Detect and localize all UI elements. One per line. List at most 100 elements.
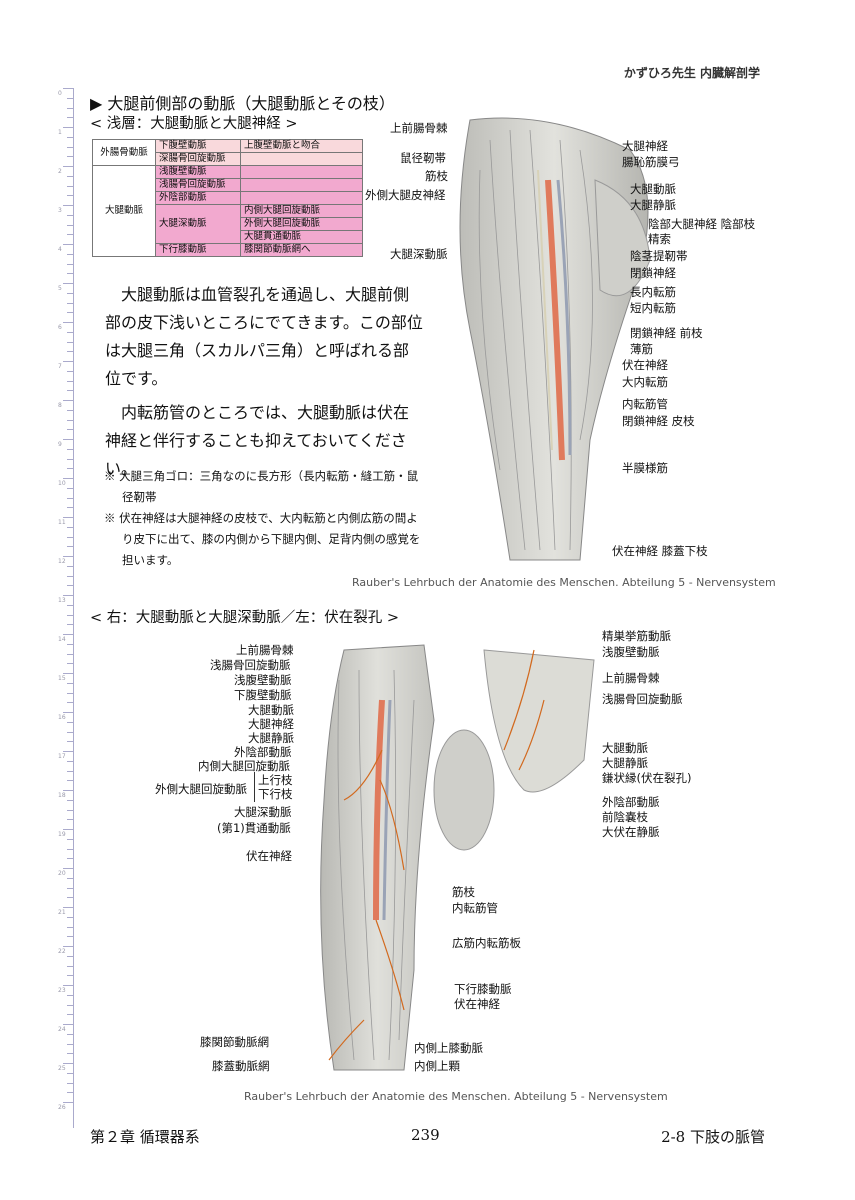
table-cell: 大腿深動脈 bbox=[155, 204, 241, 244]
ruler-number: 5 bbox=[58, 285, 62, 292]
ruler-number: 3 bbox=[58, 207, 62, 214]
ruler-tick bbox=[67, 185, 73, 187]
figure2-caption: Rauber's Lehrbuch der Anatomie des Mensc… bbox=[244, 1090, 668, 1103]
ruler-number: 17 bbox=[58, 753, 66, 760]
ruler-number: 7 bbox=[58, 363, 62, 370]
artery-branch-table: 外腸骨動脈 下腹壁動脈 上腹壁動脈と吻合 深腸骨回旋動脈 大腿動脈 浅腹壁動脈 … bbox=[92, 139, 363, 257]
label: 内側大腿回旋動脈 bbox=[198, 759, 290, 773]
label: 内転筋管 bbox=[452, 901, 498, 915]
label: 筋枝 bbox=[452, 885, 475, 899]
ruler-tick bbox=[67, 380, 73, 382]
ruler-tick bbox=[67, 741, 73, 743]
ruler-tick bbox=[67, 507, 73, 509]
ruler-tick bbox=[67, 663, 73, 665]
ruler-tick bbox=[63, 283, 73, 284]
label: 薄筋 bbox=[630, 342, 653, 356]
ruler-number: 21 bbox=[58, 909, 66, 916]
ruler-tick bbox=[67, 877, 73, 879]
ruler-number: 14 bbox=[58, 636, 66, 643]
ruler-tick bbox=[67, 692, 73, 694]
ruler-tick bbox=[67, 468, 73, 470]
label: 上前腸骨棘 bbox=[236, 643, 294, 657]
label: 陰部大腿神経 陰部枝 bbox=[648, 217, 756, 231]
ruler-tick bbox=[67, 1092, 73, 1094]
ruler-number: 4 bbox=[58, 246, 62, 253]
ruler-tick bbox=[67, 331, 73, 333]
notes: ※ 大腿三角ゴロ：三角なのに長方形（長内転筋・縫工筋・鼠径靭帯 ※ 伏在神経は大… bbox=[104, 466, 424, 571]
ruler-tick bbox=[67, 224, 73, 226]
label: 大腿静脈 bbox=[602, 756, 648, 770]
ruler-tick bbox=[67, 1053, 73, 1055]
section2-subtitle: < 右：大腿動脈と大腿深動脈／左：伏在裂孔 > bbox=[90, 610, 400, 626]
ruler-tick bbox=[67, 975, 73, 977]
ruler-number: 6 bbox=[58, 324, 62, 331]
label: 外側大腿回旋動脈 bbox=[155, 782, 247, 796]
table-cell: 外腸骨動脈 bbox=[92, 139, 156, 166]
ruler-tick bbox=[67, 955, 73, 957]
label: 広筋内転筋板 bbox=[452, 936, 521, 950]
label: 大腿動脈 bbox=[630, 182, 676, 196]
label: 内側上顆 bbox=[414, 1059, 460, 1073]
ruler-tick bbox=[67, 234, 73, 236]
table-cell bbox=[240, 152, 363, 166]
page-title: ▶ 大腿前側部の動脈（大腿動脈とその枝） bbox=[90, 94, 395, 113]
ruler-tick bbox=[67, 175, 73, 177]
ruler-tick bbox=[67, 838, 73, 840]
table-cell: 外側大腿回旋動脈 bbox=[240, 217, 363, 231]
ruler-tick bbox=[67, 526, 73, 528]
ruler-number: 9 bbox=[58, 441, 62, 448]
ruler-tick bbox=[67, 302, 73, 304]
footer-chapter: 第２章 循環器系 bbox=[90, 1128, 200, 1146]
label: 腸恥筋膜弓 bbox=[622, 155, 680, 169]
ruler-tick bbox=[67, 653, 73, 655]
ruler-number: 1 bbox=[58, 129, 62, 136]
label: 伏在神経 膝蓋下枝 bbox=[612, 544, 708, 558]
table-cell: 下腹壁動脈 bbox=[155, 139, 241, 153]
ruler-tick bbox=[63, 556, 73, 557]
ruler-tick bbox=[63, 712, 73, 713]
label: 鼠径靭帯 bbox=[400, 151, 446, 165]
ruler-number: 22 bbox=[58, 948, 66, 955]
thigh-anatomy-illustration-deep bbox=[320, 644, 595, 1071]
ruler-number: 2 bbox=[58, 168, 62, 175]
ruler-tick bbox=[67, 214, 73, 216]
note: ※ 大腿三角ゴロ：三角なのに長方形（長内転筋・縫工筋・鼠径靭帯 bbox=[104, 469, 419, 504]
label: 大腿静脈 bbox=[630, 198, 676, 212]
ruler-tick bbox=[63, 400, 73, 401]
ruler-tick bbox=[63, 127, 73, 128]
ruler-number: 13 bbox=[58, 597, 66, 604]
label: 伏在神経 bbox=[454, 997, 500, 1011]
label: 閉鎖神経 前枝 bbox=[630, 326, 703, 340]
ruler-tick bbox=[63, 244, 73, 245]
ruler-tick bbox=[67, 292, 73, 294]
label: 閉鎖神経 bbox=[630, 266, 676, 280]
ruler-tick bbox=[63, 322, 73, 323]
ruler-tick bbox=[67, 721, 73, 723]
ruler-number: 19 bbox=[58, 831, 66, 838]
label: 内転筋管 bbox=[622, 397, 668, 411]
label: 筋枝 bbox=[425, 169, 448, 183]
label: 大腿深動脈 bbox=[234, 805, 292, 819]
ruler-tick bbox=[67, 585, 73, 587]
ruler-tick bbox=[67, 575, 73, 577]
ruler-tick bbox=[67, 273, 73, 275]
ruler-tick bbox=[67, 263, 73, 265]
label: 大伏在静脈 bbox=[602, 825, 660, 839]
page-number: 239 bbox=[411, 1126, 440, 1144]
ruler-tick bbox=[67, 458, 73, 460]
ruler-tick bbox=[67, 448, 73, 450]
label: (第1)貫通動脈 bbox=[217, 821, 291, 835]
ruler-tick bbox=[67, 1072, 73, 1074]
table-cell bbox=[240, 178, 363, 192]
ruler-number: 8 bbox=[58, 402, 62, 409]
ruler-tick bbox=[67, 146, 73, 148]
note: ※ 伏在神経は大腿神経の皮枝で、大内転筋と内側広筋の間より皮下に出て、膝の内側か… bbox=[104, 511, 421, 567]
label: 内側上膝動脈 bbox=[414, 1041, 483, 1055]
ruler-tick bbox=[63, 829, 73, 830]
ruler-tick bbox=[67, 809, 73, 811]
ruler-tick bbox=[67, 107, 73, 109]
ruler-number: 20 bbox=[58, 870, 66, 877]
table-cell: 浅腹壁動脈 bbox=[155, 165, 241, 179]
ruler-tick bbox=[67, 429, 73, 431]
